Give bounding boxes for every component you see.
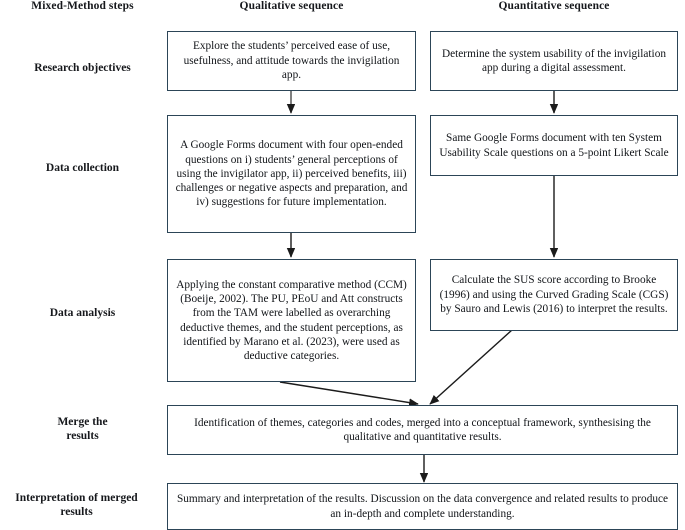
column-header-mixed-method-steps: Mixed-Method steps: [31, 0, 134, 12]
node-qualitative-data-collection: A Google Forms document with four open-e…: [167, 115, 416, 233]
node-quantitative-research-objectives: Determine the system usability of the in…: [430, 31, 678, 91]
node-text-quantitative-research-objectives: Determine the system usability of the in…: [441, 47, 666, 74]
node-text-interpretation-of-merged-results: Summary and interpretation of the result…: [176, 493, 669, 520]
column-header-qualitative-sequence: Qualitative sequence: [239, 0, 344, 12]
node-quantitative-data-analysis: Calculate the SUS score according to Bro…: [430, 259, 678, 331]
node-text-qualitative-research-objectives: Explore the students’ perceived ease of …: [183, 40, 400, 82]
row-label-data-collection: Data collection: [45, 162, 120, 174]
node-text-quantitative-data-analysis: Calculate the SUS score according to Bro…: [439, 274, 669, 316]
arrow-qual-analysis-to-merge: [279, 381, 419, 407]
row-label-interpretation-of-merged-results: Interpretation of merged results: [15, 492, 138, 518]
column-header-quantitative-sequence: Quantitative sequence: [498, 0, 610, 12]
node-text-qualitative-data-analysis: Applying the constant comparative method…: [176, 278, 407, 362]
node-merge-the-results: Identification of themes, categories and…: [167, 405, 678, 455]
node-quantitative-data-collection: Same Google Forms document with ten Syst…: [430, 115, 678, 176]
node-text-quantitative-data-collection: Same Google Forms document with ten Syst…: [439, 132, 669, 159]
node-qualitative-research-objectives: Explore the students’ perceived ease of …: [167, 31, 416, 91]
node-qualitative-data-analysis: Applying the constant comparative method…: [167, 259, 416, 382]
node-text-qualitative-data-collection: A Google Forms document with four open-e…: [175, 139, 408, 209]
node-interpretation-of-merged-results: Summary and interpretation of the result…: [167, 483, 678, 530]
row-label-data-analysis: Data analysis: [49, 307, 116, 319]
row-label-research-objectives: Research objectives: [34, 62, 131, 74]
node-text-merge-the-results: Identification of themes, categories and…: [194, 416, 651, 443]
arrow-quant-analysis-to-merge: [429, 329, 513, 405]
row-label-merge-the-results: Merge the results: [57, 416, 108, 442]
